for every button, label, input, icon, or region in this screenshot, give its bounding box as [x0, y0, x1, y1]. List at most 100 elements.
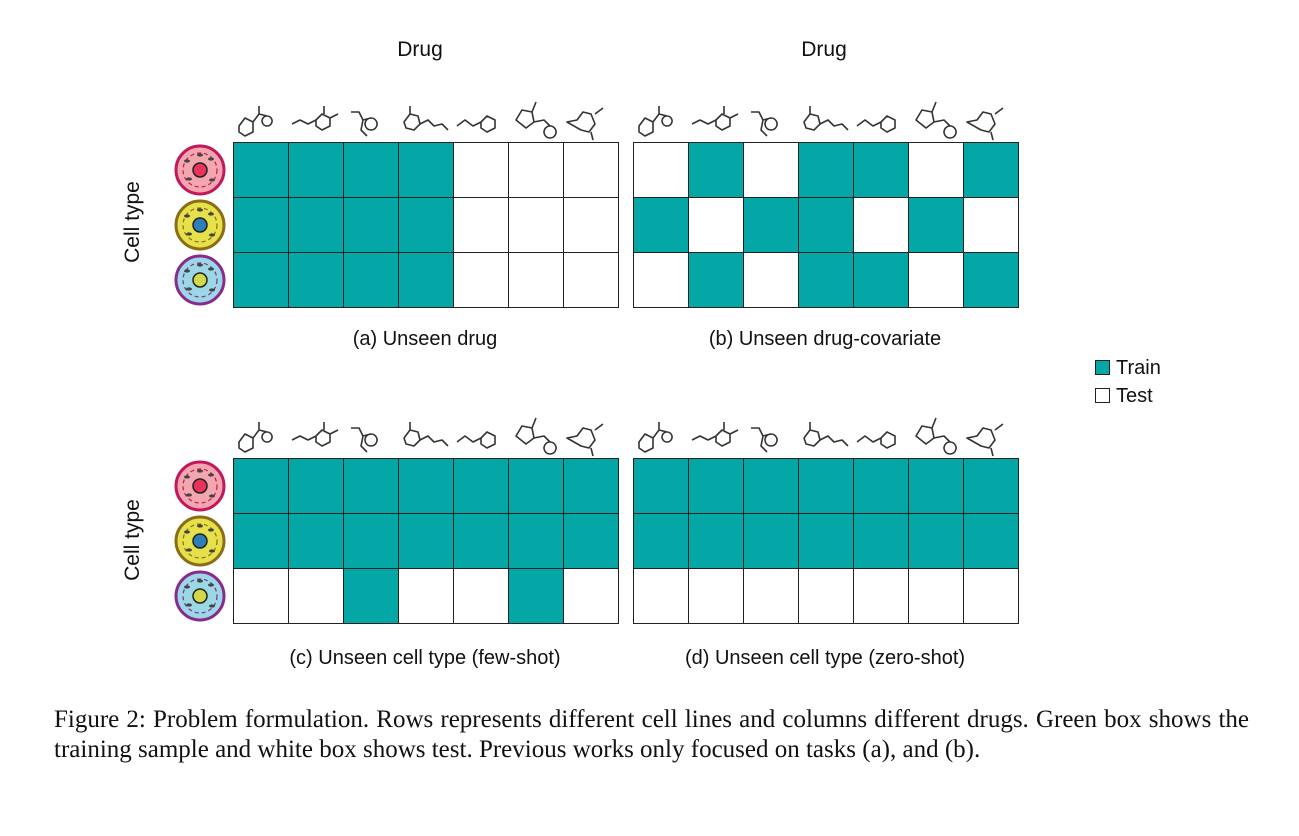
- molecule-icon-7: [966, 107, 1004, 141]
- test-cell: [853, 197, 909, 253]
- train-cell: [563, 458, 619, 514]
- molecule-icon-4: [803, 106, 849, 131]
- train-cell: [233, 252, 289, 308]
- test-cell: [963, 568, 1019, 624]
- train-cell: [633, 513, 689, 569]
- test-cell: [508, 197, 564, 253]
- train-cell: [743, 513, 799, 569]
- legend-train: Train: [1095, 357, 1161, 380]
- train-cell: [853, 513, 909, 569]
- test-cell: [908, 568, 964, 624]
- molecule-icon-6: [515, 417, 557, 455]
- caption-panel-b: (b) Unseen drug-covariate: [708, 328, 942, 350]
- train-cell: [288, 142, 344, 198]
- molecule-icon-3: [751, 427, 778, 453]
- train-cell: [398, 458, 454, 514]
- test-cell: [908, 142, 964, 198]
- test-cell: [563, 568, 619, 624]
- test-cell: [743, 252, 799, 308]
- drug-molecule-row: [633, 414, 1018, 458]
- train-cell: [233, 513, 289, 569]
- legend-test-label: Test: [1116, 385, 1153, 407]
- test-cell: [288, 568, 344, 624]
- train-cell: [508, 568, 564, 624]
- train-cell: [853, 142, 909, 198]
- train-cell: [688, 458, 744, 514]
- drug-molecule-row: [233, 98, 618, 142]
- caption-panel-c: (c) Unseen cell type (few-shot): [289, 647, 561, 669]
- train-cell: [343, 142, 399, 198]
- legend-test-swatch: [1095, 388, 1110, 403]
- train-cell: [563, 513, 619, 569]
- test-cell: [743, 568, 799, 624]
- molecule-icon-1: [238, 422, 273, 453]
- train-cell: [688, 252, 744, 308]
- train-cell: [688, 513, 744, 569]
- drug-header-left: Drug: [397, 38, 443, 61]
- cell-purple-icon: [174, 570, 226, 622]
- train-cell: [633, 197, 689, 253]
- molecule-icon-2: [691, 422, 739, 447]
- train-cell: [398, 513, 454, 569]
- molecule-icon-2: [691, 106, 739, 131]
- cell-yellow-icon: [174, 199, 226, 251]
- test-cell: [453, 142, 509, 198]
- test-cell: [688, 568, 744, 624]
- train-cell: [343, 568, 399, 624]
- test-cell: [633, 142, 689, 198]
- train-cell: [963, 458, 1019, 514]
- grid-panel-d: [633, 458, 1019, 624]
- molecule-icon-4: [403, 106, 449, 131]
- test-cell: [963, 197, 1019, 253]
- drug-molecule-row: [633, 98, 1018, 142]
- train-cell: [743, 458, 799, 514]
- test-cell: [688, 197, 744, 253]
- test-cell: [453, 197, 509, 253]
- train-cell: [288, 197, 344, 253]
- train-cell: [288, 513, 344, 569]
- train-cell: [633, 458, 689, 514]
- molecule-icon-5: [456, 115, 496, 133]
- molecule-icon-6: [515, 101, 557, 139]
- train-cell: [288, 458, 344, 514]
- train-cell: [233, 197, 289, 253]
- test-cell: [508, 142, 564, 198]
- train-cell: [798, 252, 854, 308]
- train-cell: [233, 142, 289, 198]
- legend-train-label: Train: [1116, 357, 1161, 379]
- train-cell: [853, 252, 909, 308]
- train-cell: [343, 513, 399, 569]
- molecule-icon-4: [803, 422, 849, 447]
- molecule-icon-7: [566, 107, 604, 141]
- cell-yellow-icon: [174, 515, 226, 567]
- test-cell: [453, 252, 509, 308]
- test-cell: [633, 568, 689, 624]
- test-cell: [508, 252, 564, 308]
- test-cell: [563, 142, 619, 198]
- test-cell: [633, 252, 689, 308]
- train-cell: [908, 513, 964, 569]
- molecule-icon-5: [856, 115, 896, 133]
- molecule-icon-2: [291, 422, 339, 447]
- train-cell: [398, 252, 454, 308]
- test-cell: [743, 142, 799, 198]
- cell-type-label-top: Cell type: [121, 181, 144, 263]
- molecule-icon-6: [915, 101, 957, 139]
- train-cell: [508, 458, 564, 514]
- train-cell: [233, 458, 289, 514]
- grid-panel-b: [633, 142, 1019, 308]
- train-cell: [508, 513, 564, 569]
- molecule-icon-4: [403, 422, 449, 447]
- test-cell: [563, 197, 619, 253]
- test-cell: [233, 568, 289, 624]
- train-cell: [688, 142, 744, 198]
- train-cell: [398, 197, 454, 253]
- train-cell: [798, 513, 854, 569]
- cell-type-label-bottom: Cell type: [121, 499, 144, 581]
- drug-header-right: Drug: [801, 38, 847, 61]
- molecule-icon-1: [638, 422, 673, 453]
- train-cell: [908, 197, 964, 253]
- test-cell: [453, 568, 509, 624]
- molecule-icon-1: [238, 106, 273, 137]
- legend-test: Test: [1095, 385, 1153, 408]
